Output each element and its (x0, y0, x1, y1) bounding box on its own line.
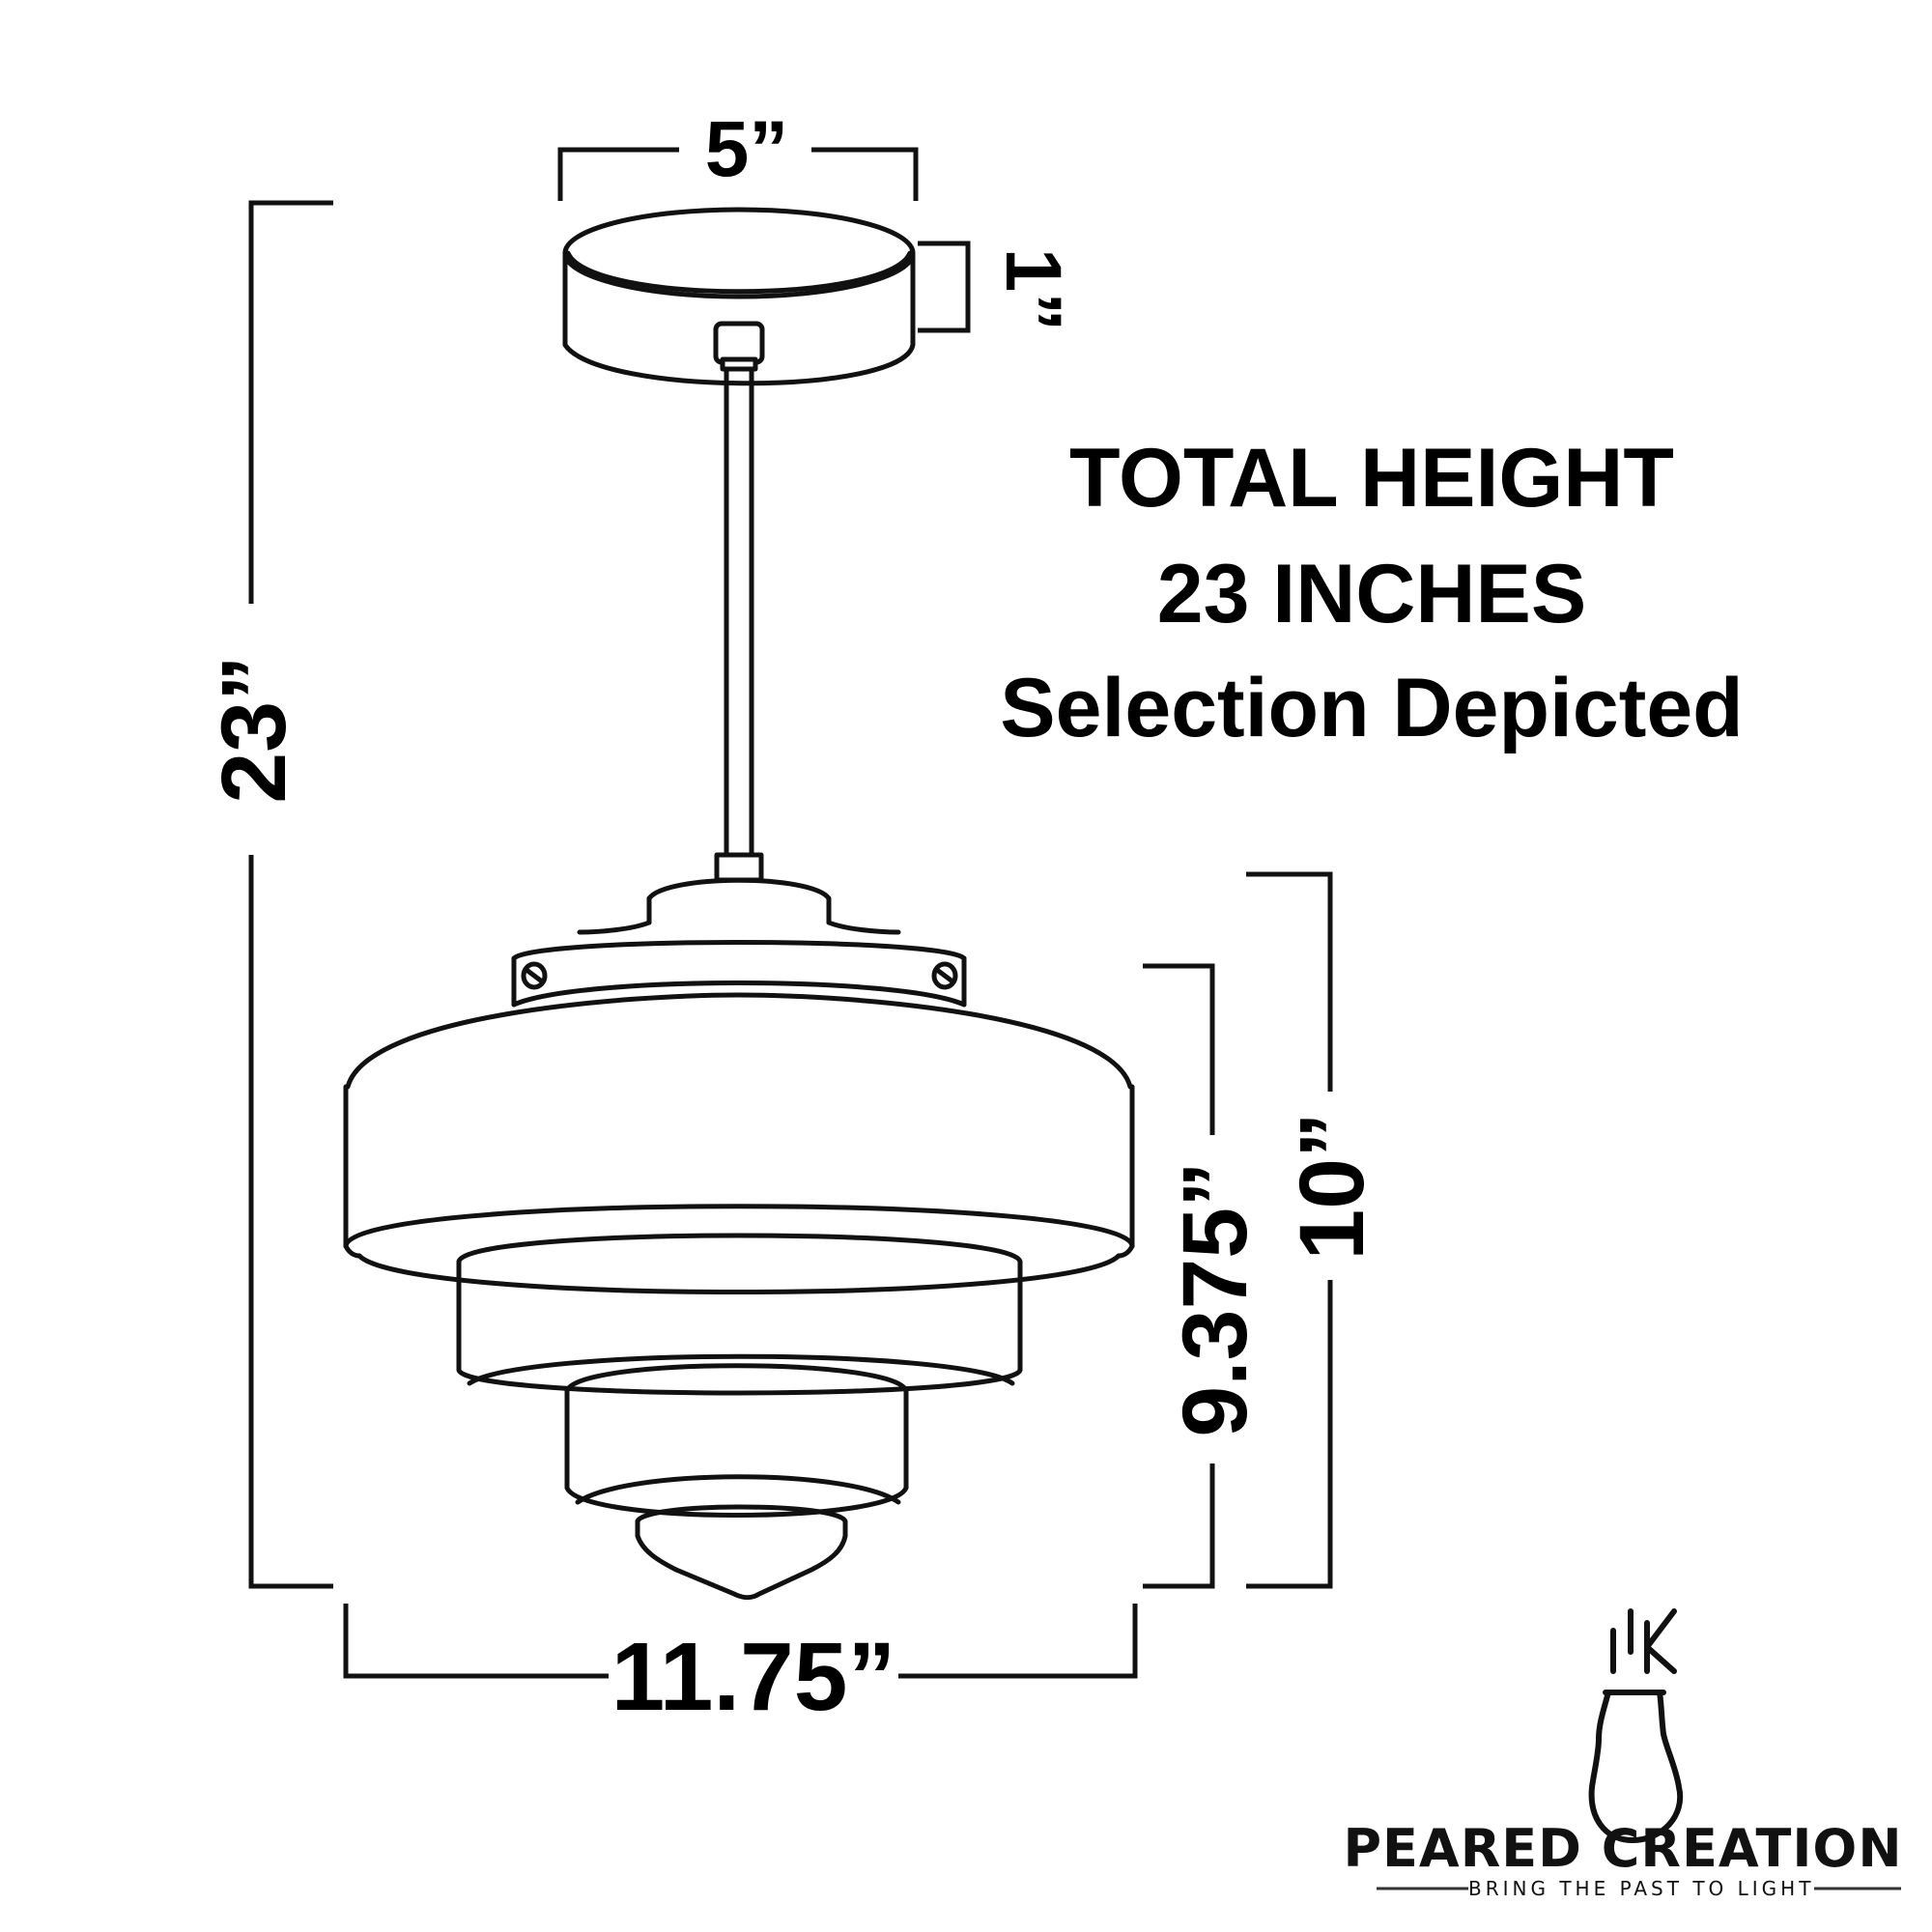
fixture-height-dimension-line (1246, 871, 1333, 1589)
heading-selection-depicted: Selection Depicted (1000, 662, 1744, 754)
shade-bottom-tier-drawing (564, 1363, 909, 1518)
canopy-drawing (562, 207, 916, 386)
shade-top-tier-drawing (343, 992, 1135, 1294)
shade-width-label: 11.75” (611, 1623, 896, 1731)
total-height-dimension-line (248, 200, 333, 1589)
heading-inches: 23 INCHES (1156, 548, 1587, 640)
canopy-width-dimension-line (557, 147, 919, 201)
pear-bulb-logo-icon (1588, 1608, 1684, 1843)
brand-name: PEARED CREATION (1343, 1818, 1903, 1879)
finial-drawing (635, 1504, 848, 1601)
canopy-height-dimension-line (918, 241, 971, 333)
brand-tagline: BRING THE PAST TO LIGHT (1468, 1877, 1815, 1900)
canopy-height-label: 1” (989, 248, 1077, 332)
down-rod-drawing (714, 366, 764, 883)
canopy-width-label: 5” (705, 105, 789, 193)
shade-height-dimension-line (1143, 963, 1215, 1589)
shade-middle-tier-drawing (456, 1233, 1023, 1396)
total-height-label: 23” (203, 655, 305, 803)
shade-height-label: 9.375” (1164, 1161, 1266, 1436)
fixture-height-label: 10” (1281, 1112, 1383, 1260)
heading-total-height: TOTAL HEIGHT (1069, 432, 1674, 525)
fitter-cap-drawing (511, 877, 967, 1008)
shade-width-dimension-line (343, 1604, 1138, 1679)
